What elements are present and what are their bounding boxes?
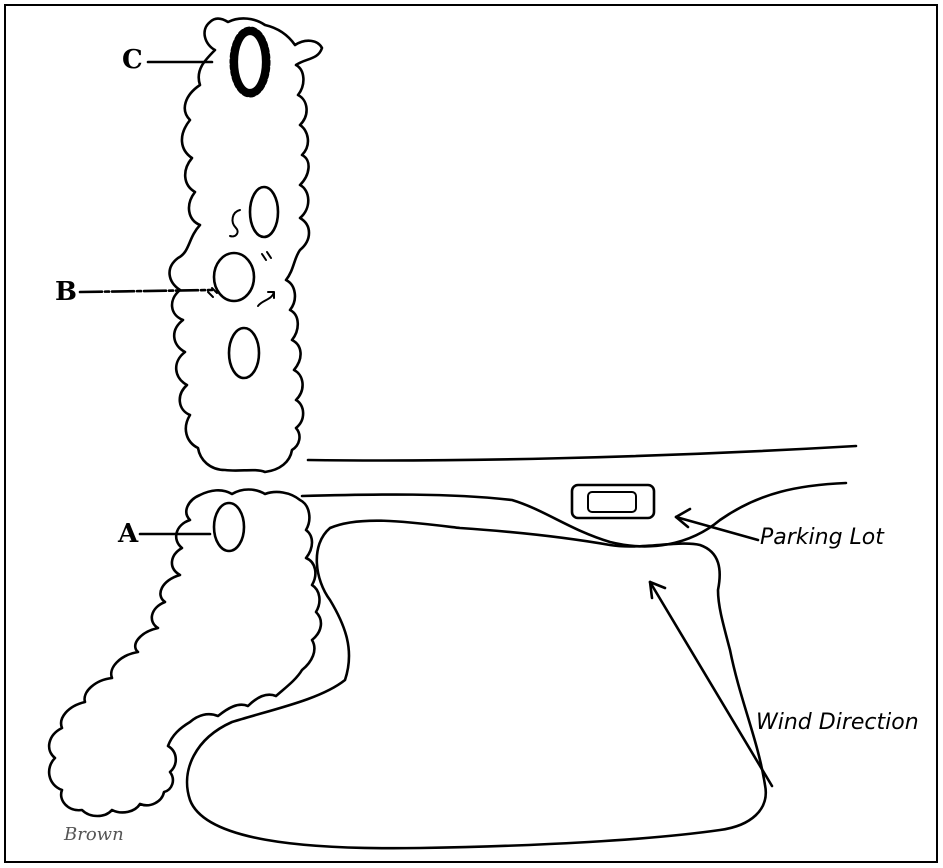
parking-lot-label: Parking Lot [760, 525, 884, 550]
site-b-lower-oval [227, 326, 261, 380]
site-a-marker [212, 501, 246, 553]
site-b-upper-oval [248, 185, 280, 239]
site-b-marker [212, 251, 256, 303]
label-a: A [118, 519, 139, 549]
leader-line-b [78, 288, 214, 294]
diagram-frame [4, 4, 938, 863]
lower-vegetation-outline [47, 488, 323, 818]
upper-vegetation-outline [168, 17, 324, 474]
signature: Brown [64, 824, 124, 845]
label-b: B [55, 277, 77, 307]
pond-outline [185, 519, 768, 850]
label-c: C [122, 45, 143, 75]
site-c-marker [229, 26, 271, 98]
wind-direction-arrow [648, 580, 774, 788]
car-icon [570, 483, 656, 520]
road-lower-line [300, 481, 848, 548]
parking-lot-arrow [674, 515, 760, 542]
road-upper-line [306, 444, 858, 462]
wind-direction-label: Wind Direction [756, 710, 919, 735]
